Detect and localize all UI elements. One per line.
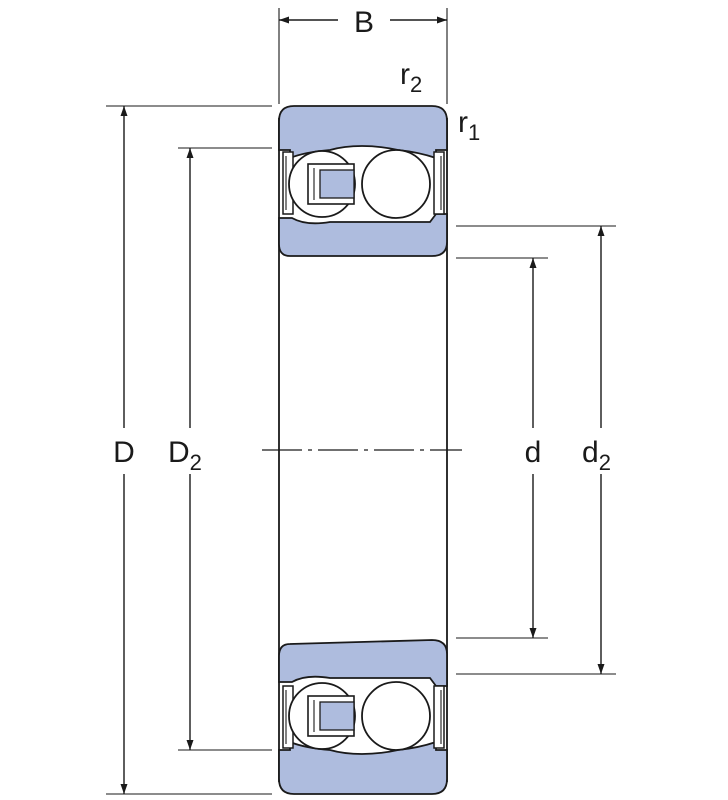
top-section [278,105,448,257]
seal-right-top [433,151,445,215]
label-d2-inner: d2 [582,436,611,475]
label-r2: r2 [400,58,422,97]
cage-web-bottom [319,701,355,731]
dimension-lines [120,16,605,794]
outer-ring-bottom [278,740,448,795]
label-b: B [354,6,374,39]
bearing-section [278,105,448,795]
inner-ring-top [278,213,448,257]
label-bore: d [525,436,542,469]
outer-ring-top [278,105,448,160]
dimension-labels: B r2 r1 D D2 d d2 [113,6,611,475]
label-d-outer: D [113,436,135,469]
seal-right-bottom [433,685,445,749]
ball-right-top [361,149,431,219]
cage-web-top [319,169,355,199]
label-d2-outer: D2 [168,436,202,475]
label-r1: r1 [458,106,480,145]
bottom-section [278,639,448,795]
extension-lines [106,8,616,795]
inner-ring-bottom [278,639,448,687]
ball-right-bottom [361,681,431,751]
